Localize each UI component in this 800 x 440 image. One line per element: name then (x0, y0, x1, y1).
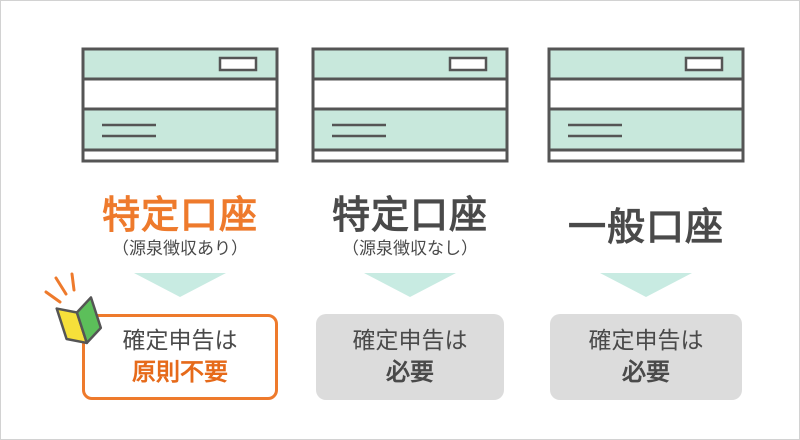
account-name: 特定口座 (101, 193, 258, 237)
result-line2: 必要 (386, 358, 434, 386)
result-line2: 必要 (622, 358, 670, 386)
account-subtitle: （源泉徴収あり） (112, 239, 248, 259)
result-box: 確定申告は 必要 (316, 314, 504, 400)
result-line1: 確定申告は (352, 328, 468, 354)
result-line2: 原則不要 (132, 358, 228, 386)
account-column-ippan: 一般口座 確定申告は 必要 (536, 0, 756, 440)
result-box: 確定申告は 必要 (550, 314, 742, 400)
bank-passbook-icon (547, 47, 745, 163)
result-box-highlighted: 確定申告は 原則不要 (82, 314, 278, 400)
account-subtitle: （源泉徴収なし） (342, 239, 478, 259)
result-line1: 確定申告は (588, 328, 704, 354)
bank-passbook-icon (311, 47, 509, 163)
down-triangle-arrow-icon (600, 273, 692, 297)
beginner-mark-icon (44, 272, 103, 345)
account-column-tokutei-no-withholding: 特定口座 （源泉徴収なし） 確定申告は 必要 (300, 0, 520, 440)
account-name: 一般口座 (567, 205, 724, 249)
bank-passbook-icon (81, 47, 279, 163)
account-name: 特定口座 (331, 193, 488, 237)
result-line1: 確定申告は (122, 328, 238, 354)
down-triangle-arrow-icon (364, 273, 456, 297)
account-column-tokutei-withholding: 特定口座 （源泉徴収あり） 確定申告は 原則不要 (70, 0, 290, 440)
down-triangle-arrow-icon (134, 273, 226, 297)
